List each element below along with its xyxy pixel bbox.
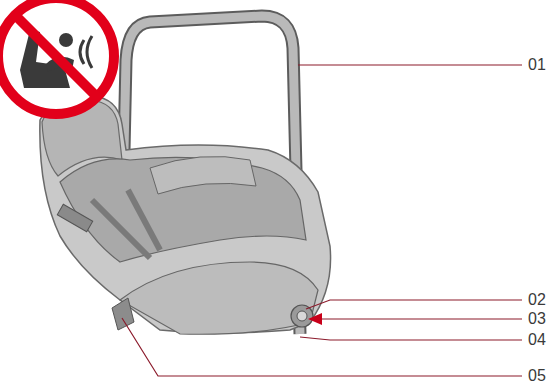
callout-number: 05 (527, 367, 547, 385)
harness-strap (128, 190, 160, 250)
prohibition-sign (0, 0, 114, 114)
leader-lines (122, 65, 522, 376)
callout-number: 02 (527, 291, 547, 309)
callout-number: 03 (527, 310, 547, 328)
side-wing (150, 156, 256, 194)
callout-number: 04 (527, 331, 547, 349)
seat-cushion (60, 157, 306, 262)
belt-hook (112, 298, 134, 330)
seat-base (120, 262, 318, 334)
handle-pivot (291, 305, 313, 327)
pointer-arrow (308, 313, 322, 325)
callout-number: 01 (527, 56, 547, 74)
belt-guide (57, 204, 92, 231)
release-button (297, 311, 307, 321)
